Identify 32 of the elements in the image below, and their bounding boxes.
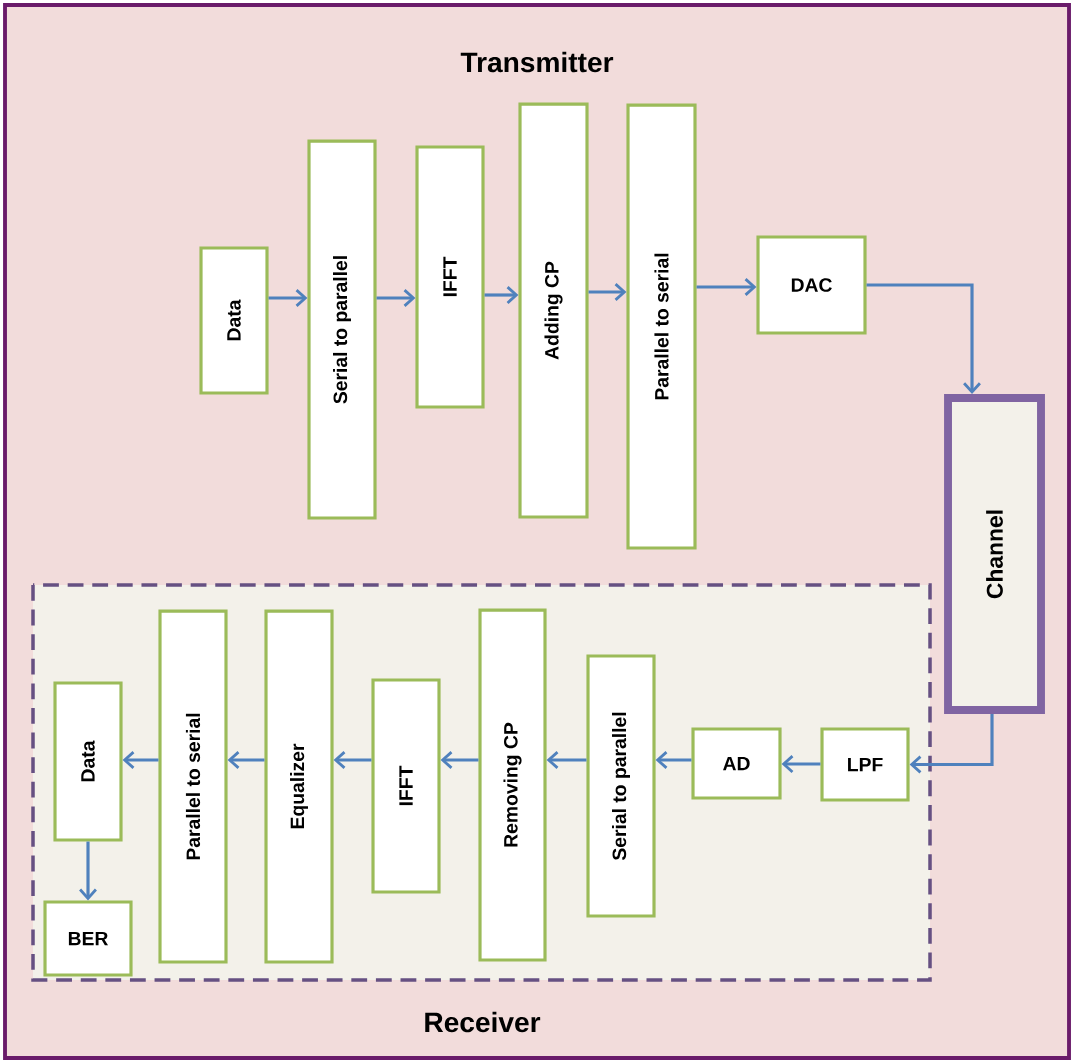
arrow [655, 751, 692, 769]
process-box: Adding CP [518, 102, 589, 519]
process-box: Data [199, 246, 269, 395]
arrow [866, 283, 981, 395]
arrow [122, 751, 159, 769]
arrow [268, 289, 308, 307]
arrow [79, 841, 97, 901]
arrow [588, 283, 627, 301]
arrow [546, 751, 587, 769]
arrow [440, 751, 479, 769]
node-label: Receiver [425, 1011, 541, 1033]
process-box: Serial to parallel [307, 139, 377, 520]
arrow [227, 751, 265, 769]
process-box: LPF [820, 727, 910, 802]
arrow [696, 278, 757, 296]
process-box: IFFT [371, 678, 441, 894]
arrow [376, 289, 416, 307]
process-box: Removing CP [478, 608, 547, 962]
channel-box: Channel [944, 394, 1045, 714]
process-box: Data [53, 681, 123, 842]
arrow [333, 751, 372, 769]
process-box: IFFT [415, 145, 485, 409]
arrow [484, 286, 519, 304]
process-box: Parallel to serial [626, 103, 697, 550]
arrow [781, 755, 821, 773]
process-box: Equalizer [264, 609, 334, 964]
process-box: BER [43, 900, 133, 977]
process-box: Parallel to serial [158, 609, 228, 964]
arrow [909, 713, 994, 774]
process-box: Serial to parallel [586, 654, 656, 918]
process-box: DAC [756, 235, 867, 335]
process-box: AD [691, 727, 782, 800]
